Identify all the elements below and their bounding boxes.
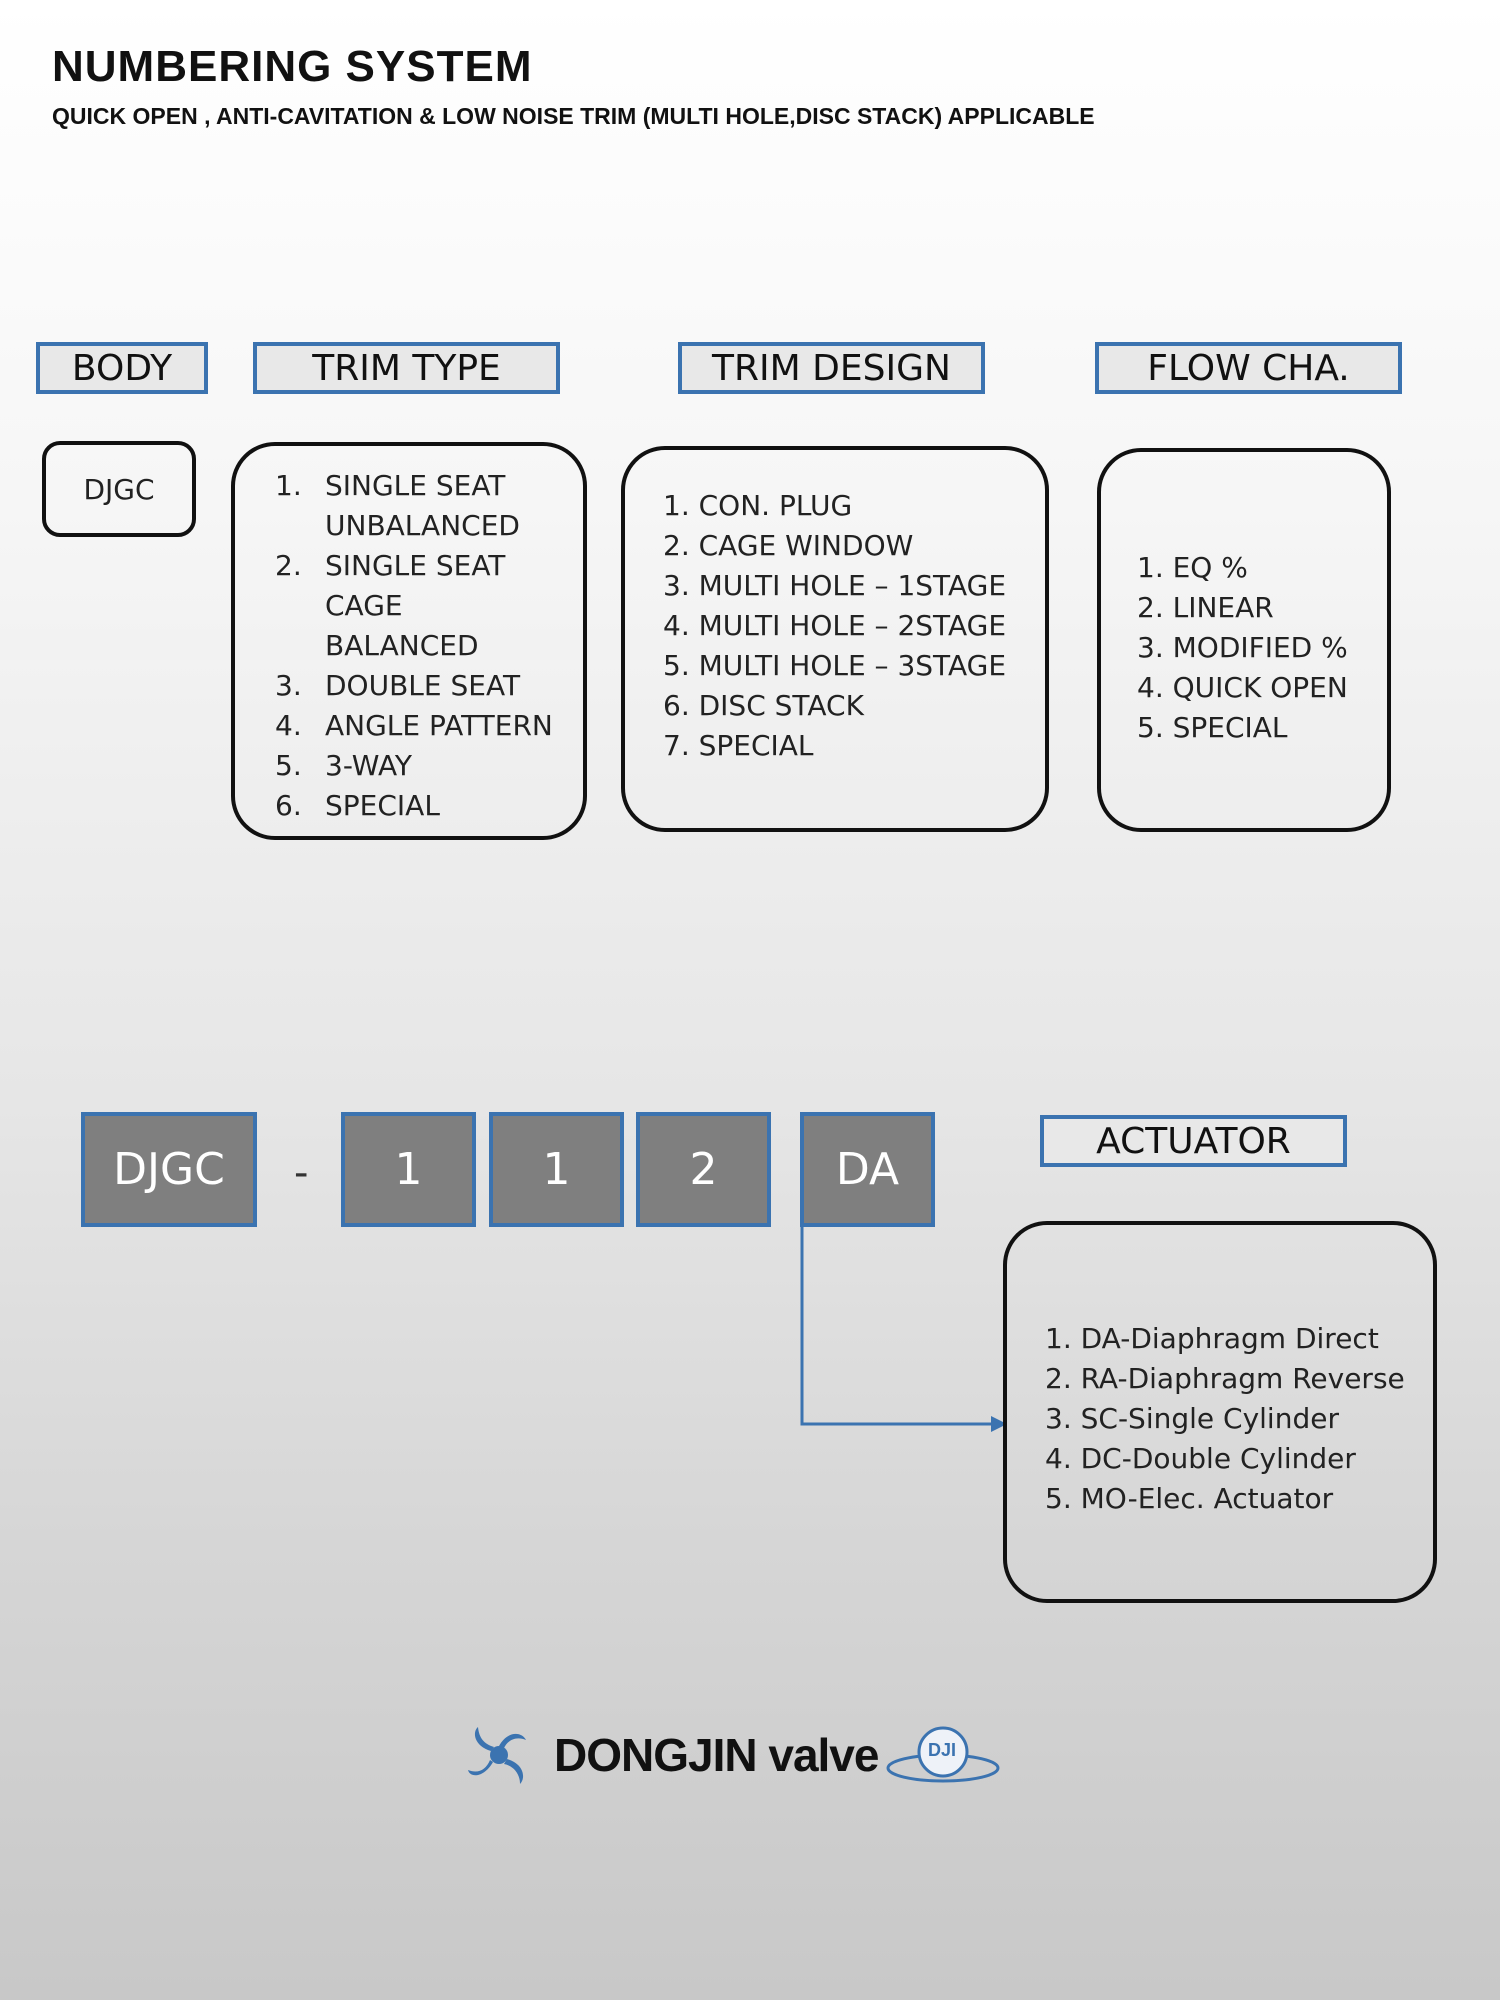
code-dash: - — [294, 1150, 309, 1196]
actuator-list: 1. DA-Diaphragm Direct 2. RA-Diaphragm Re… — [1045, 1319, 1433, 1519]
trim-design-box: 1. CON. PLUG 2. CAGE WINDOW 3. MULTI HOLE … — [621, 446, 1049, 832]
list-item-text: BALANCED — [325, 629, 479, 662]
list-item: 2. RA-Diaphragm Reverse — [1045, 1362, 1405, 1395]
list-item-text: DOUBLE SEAT — [325, 669, 521, 702]
list-item: 4. ANGLE PATTERN — [275, 706, 583, 746]
trim-type-box: 1. SINGLE SEAT UNBALANCED 2. SINGLE SEAT CAGE… — [231, 442, 587, 840]
company-logo: DONGJIN valve DJI — [466, 1720, 1006, 1790]
trim-design-header: TRIM DESIGN — [678, 342, 985, 394]
dongjin-emblem-icon — [468, 1727, 526, 1784]
list-item: 1. DA-Diaphragm Direct — [1045, 1322, 1379, 1355]
list-item: 5. 3-WAY — [275, 746, 583, 786]
code-trim-design: 1 — [489, 1112, 624, 1227]
list-item: 7. SPECIAL — [663, 729, 814, 762]
actuator-header: ACTUATOR — [1040, 1115, 1347, 1167]
flow-cha-header: FLOW CHA. — [1095, 342, 1402, 394]
list-item-number: 3. — [275, 669, 302, 702]
list-item: 5. MO-Elec. Actuator — [1045, 1482, 1334, 1515]
list-item: 3. MODIFIED % — [1137, 631, 1348, 664]
brand-name: DONGJIN valve — [554, 1729, 879, 1781]
page-title: NUMBERING SYSTEM — [52, 42, 533, 91]
list-item-number: 5. — [275, 749, 302, 782]
code-flow: 2 — [636, 1112, 771, 1227]
trim-design-list: 1. CON. PLUG 2. CAGE WINDOW 3. MULTI HOLE … — [663, 486, 1045, 766]
list-item: 2. LINEAR — [1137, 591, 1274, 624]
list-item-number: 1. — [275, 469, 302, 502]
list-item: CAGE — [275, 586, 583, 626]
list-item-text: SPECIAL — [325, 789, 440, 822]
list-item-text: CAGE — [325, 589, 403, 622]
dji-badge-text: DJI — [928, 1740, 957, 1760]
actuator-connector-arrow — [800, 1225, 1007, 1432]
trim-type-header: TRIM TYPE — [253, 342, 560, 394]
list-item: 6. SPECIAL — [275, 786, 583, 826]
list-item: UNBALANCED — [275, 506, 583, 546]
body-header: BODY — [36, 342, 208, 394]
list-item-text: UNBALANCED — [325, 509, 520, 542]
flow-cha-list: 1. EQ % 2. LINEAR 3. MODIFIED % 4. QUICK OP… — [1137, 548, 1387, 748]
list-item-number — [275, 586, 325, 626]
list-item-text: SINGLE SEAT — [325, 469, 506, 502]
flow-cha-box: 1. EQ % 2. LINEAR 3. MODIFIED % 4. QUICK OP… — [1097, 448, 1391, 832]
list-item: 4. MULTI HOLE – 2STAGE — [663, 609, 1007, 642]
list-item: BALANCED — [275, 626, 583, 666]
list-item-text: SINGLE SEAT — [325, 549, 506, 582]
list-item-number — [275, 506, 325, 546]
list-item: 5. SPECIAL — [1137, 711, 1288, 744]
body-box: DJGC — [42, 441, 196, 537]
list-item-number: 6. — [275, 789, 302, 822]
list-item: 6. DISC STACK — [663, 689, 864, 722]
list-item: 2. SINGLE SEAT — [275, 546, 583, 586]
code-actuator: DA — [800, 1112, 935, 1227]
list-item: 4. DC-Double Cylinder — [1045, 1442, 1356, 1475]
actuator-box: 1. DA-Diaphragm Direct 2. RA-Diaphragm Re… — [1003, 1221, 1437, 1603]
list-item-number — [275, 626, 325, 666]
list-item: 4. QUICK OPEN — [1137, 671, 1348, 704]
list-item: 3. SC-Single Cylinder — [1045, 1402, 1339, 1435]
trim-type-list: 1. SINGLE SEAT UNBALANCED 2. SINGLE SEAT CAGE… — [275, 466, 583, 826]
list-item: 3. MULTI HOLE – 1STAGE — [663, 569, 1007, 602]
list-item-text: 3-WAY — [325, 749, 413, 782]
code-body: DJGC — [81, 1112, 257, 1227]
dji-badge-icon — [886, 1726, 1000, 1783]
list-item: 1. CON. PLUG — [663, 489, 853, 522]
code-trim-type: 1 — [341, 1112, 476, 1227]
body-value: DJGC — [83, 472, 155, 506]
list-item-text: ANGLE PATTERN — [325, 709, 553, 742]
list-item: 3. DOUBLE SEAT — [275, 666, 583, 706]
list-item: 1. SINGLE SEAT — [275, 466, 583, 506]
page-subtitle: QUICK OPEN , ANTI-CAVITATION & LOW NOISE… — [52, 103, 1095, 129]
list-item: 2. CAGE WINDOW — [663, 529, 914, 562]
list-item: 1. EQ % — [1137, 551, 1248, 584]
list-item-number: 4. — [275, 709, 302, 742]
list-item-number: 2. — [275, 549, 302, 582]
list-item: 5. MULTI HOLE – 3STAGE — [663, 649, 1007, 682]
